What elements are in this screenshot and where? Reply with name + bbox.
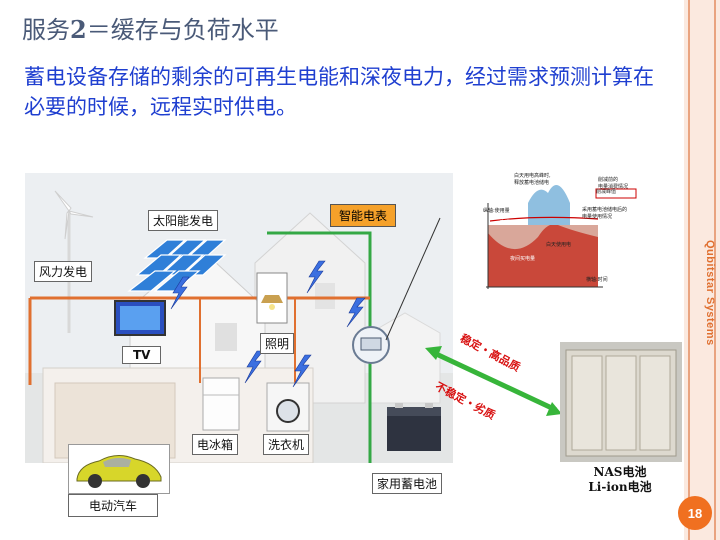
title-number: 2 xyxy=(70,15,87,44)
chart-night-store: 夜间储电 xyxy=(500,220,521,226)
tv-label: TV xyxy=(122,346,162,364)
nas-battery-image xyxy=(560,342,682,462)
chart-peak-label: 削减峰值 xyxy=(596,189,617,195)
battery-types: NAS电池 Li-ion电池 xyxy=(570,465,670,495)
chart-night-buy: 夜间买电量 xyxy=(510,256,536,262)
smart-home-illustration xyxy=(25,173,453,463)
smart-meter-label: 智能电表 xyxy=(330,204,397,227)
border-stripe xyxy=(688,0,690,540)
right-border xyxy=(684,0,720,540)
chart-top-note: 白天用电高峰时, 释放蓄电池储电 xyxy=(514,173,551,186)
title-prefix: 服务 xyxy=(22,16,70,44)
lighting-label: 照明 xyxy=(260,333,295,354)
wind-label: 风力发电 xyxy=(34,261,93,282)
border-stripe xyxy=(714,0,716,540)
title-rest: ＝缓存与负荷水平 xyxy=(86,16,279,44)
chart-peak-note: 削减前的 电量消费情况 xyxy=(598,177,629,190)
slide-subtitle: 蓄电设备存储的剩余的可再生电能和深夜电力，经过需求预测计算在必要的时候，远程实时… xyxy=(24,65,654,119)
car-icon xyxy=(76,455,162,488)
ev-label: 电动汽车 xyxy=(68,494,159,517)
fridge-label: 电冰箱 xyxy=(192,434,239,455)
liion-label: Li-ion电池 xyxy=(588,480,652,494)
ev-image xyxy=(68,444,170,494)
slide-title: 服务2＝缓存与负荷水平 xyxy=(22,10,279,45)
home-battery-label: 家用蓄电池 xyxy=(372,473,443,494)
solar-label: 太阳能发电 xyxy=(148,210,219,231)
load-leveling-chart xyxy=(478,163,668,293)
chart-ylabel: 纵轴:使用量 xyxy=(483,208,510,214)
chart-xlabel: 横轴:时间 xyxy=(586,277,608,283)
washer-label: 洗衣机 xyxy=(263,434,310,455)
company-name: Qubitstar Systems xyxy=(704,240,716,346)
chart-battery-note: 采用蓄电池储电后的 电量使用情况 xyxy=(582,207,628,220)
page-number: 18 xyxy=(678,496,712,530)
nas-label: NAS电池 xyxy=(593,465,647,479)
chart-day-use: 白天使用电 xyxy=(546,242,572,248)
